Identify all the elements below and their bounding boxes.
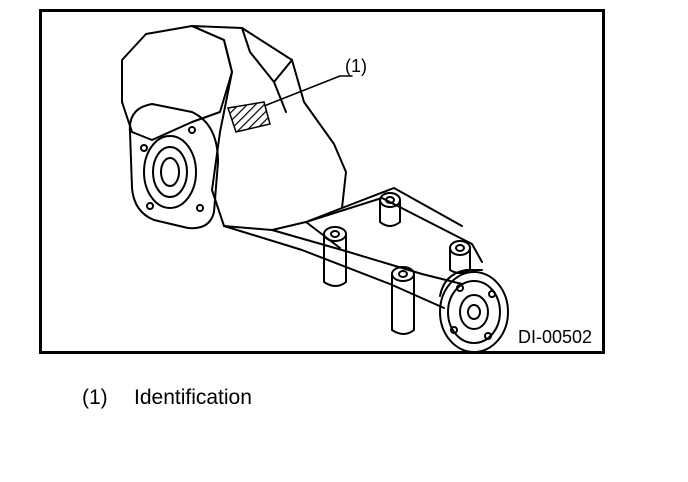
figure-id: DI-00502 bbox=[518, 327, 592, 347]
callout-leader bbox=[263, 75, 353, 107]
mount-boss-1 bbox=[379, 192, 401, 227]
callout-label: (1) bbox=[345, 56, 367, 76]
mount-boss-3 bbox=[449, 240, 471, 274]
support-arm bbox=[223, 225, 445, 309]
identification-area bbox=[227, 101, 271, 133]
legend-text: Identification bbox=[134, 386, 252, 409]
legend-number: (1) bbox=[82, 386, 108, 409]
mount-boss-2 bbox=[323, 226, 347, 287]
differential-illustration: (1) DI-00502 bbox=[121, 25, 592, 351]
side-flange bbox=[128, 103, 219, 230]
legend: (1) Identification bbox=[82, 386, 252, 410]
figure-frame: (1) DI-00502 bbox=[39, 9, 605, 354]
mount-boss-4 bbox=[391, 266, 415, 335]
rear-cover-flange bbox=[121, 25, 233, 141]
companion-flange bbox=[439, 269, 509, 351]
